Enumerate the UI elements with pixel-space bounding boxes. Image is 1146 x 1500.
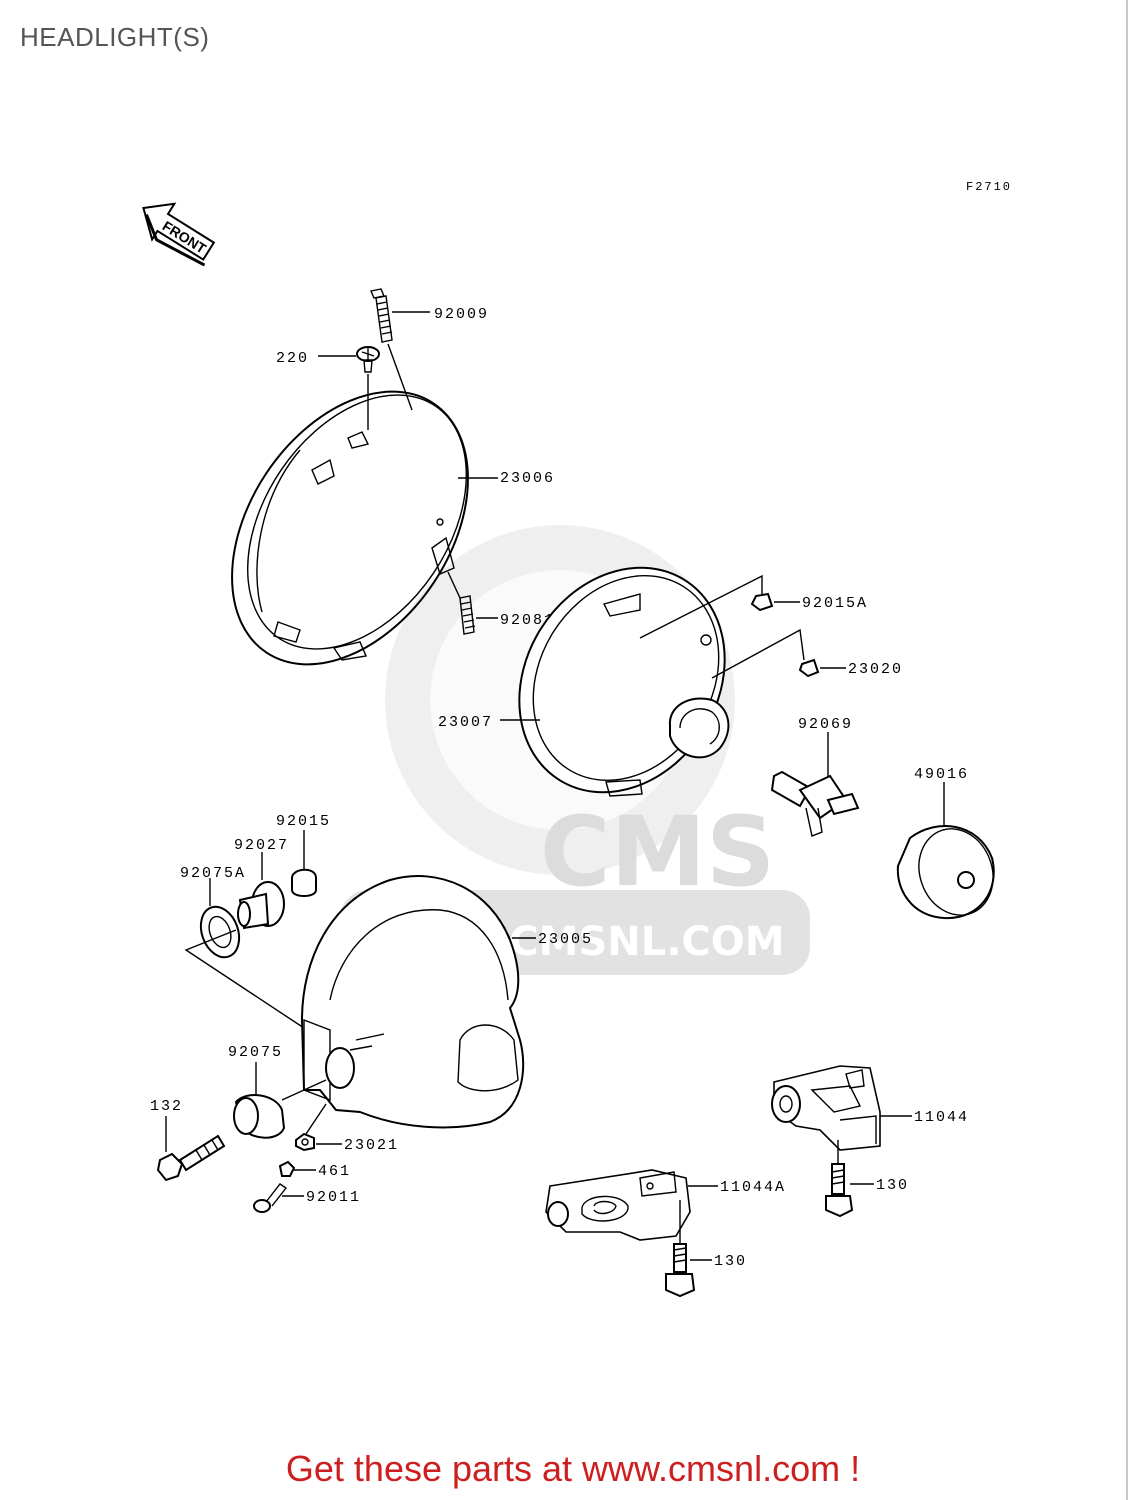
label-23020: 23020 — [848, 661, 903, 678]
part-92027-collar-icon — [237, 852, 285, 930]
label-23021: 23021 — [344, 1137, 399, 1154]
label-92075: 92075 — [228, 1044, 283, 1061]
page-title: HEADLIGHT(S) — [20, 22, 210, 52]
footer-link[interactable]: Get these parts at www.cmsnl.com ! — [285, 1448, 861, 1489]
label-132: 132 — [150, 1098, 183, 1115]
part-23020-clip-icon — [798, 658, 820, 678]
label-130-lower: 130 — [714, 1253, 747, 1270]
part-92075A-grommet-icon — [199, 878, 241, 959]
label-23005: 23005 — [538, 931, 593, 948]
label-92009: 92009 — [434, 306, 489, 323]
label-92015A: 92015A — [802, 595, 868, 612]
label-92015: 92015 — [276, 813, 331, 830]
watermark-brand: CMS — [540, 796, 775, 908]
part-23005-housing-icon — [300, 875, 525, 1129]
part-92015-nut-icon — [291, 830, 317, 897]
part-92015A-nut-icon — [750, 592, 774, 612]
front-arrow-icon: FRONT — [142, 202, 216, 267]
label-11044: 11044 — [914, 1109, 969, 1126]
part-92011-screw-icon — [253, 1183, 288, 1213]
part-49016-cap-icon — [896, 782, 995, 920]
label-461: 461 — [318, 1163, 351, 1180]
label-92081: 92081 — [500, 612, 555, 629]
figure-code: F2710 — [966, 180, 1012, 194]
label-23006: 23006 — [500, 470, 555, 487]
label-92011: 92011 — [306, 1189, 361, 1206]
part-130-lower-bolt-icon — [665, 1200, 696, 1298]
label-92075A: 92075A — [180, 865, 246, 882]
part-92009-screw-icon — [370, 288, 393, 343]
label-23007: 23007 — [438, 714, 493, 731]
part-23007-reflector-icon — [518, 566, 730, 797]
part-23006-rim-icon — [231, 390, 469, 666]
part-92069-bulb-icon — [770, 732, 860, 837]
label-92069: 92069 — [798, 716, 853, 733]
part-11044-bracket-icon — [771, 1065, 881, 1151]
part-92081-spring-icon — [459, 595, 476, 635]
part-461-nut-icon — [278, 1160, 296, 1177]
part-11044A-bracket-icon — [545, 1169, 691, 1241]
part-132-bolt-icon — [156, 1116, 226, 1182]
page-border — [1126, 0, 1128, 1500]
part-23021-nut-icon — [295, 1132, 315, 1152]
label-220: 220 — [276, 350, 309, 367]
part-92075-grommet-icon — [233, 1062, 286, 1139]
label-92027: 92027 — [234, 837, 289, 854]
label-11044A: 11044A — [720, 1179, 786, 1196]
label-49016: 49016 — [914, 766, 969, 783]
part-130-bolt-icon — [825, 1140, 854, 1218]
label-130-upper: 130 — [876, 1177, 909, 1194]
part-220-screw-icon — [356, 346, 380, 373]
